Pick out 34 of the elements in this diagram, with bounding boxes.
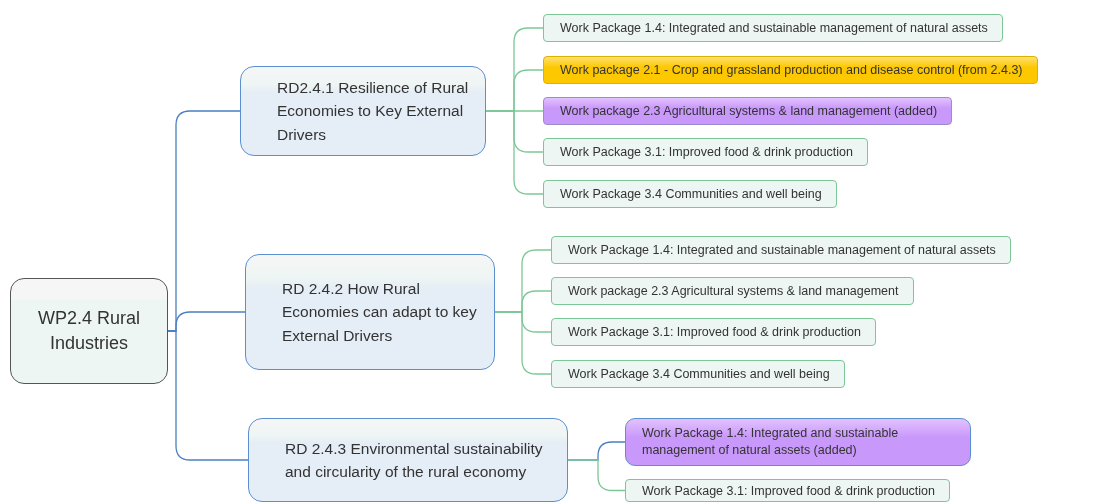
work-package-box [625,479,950,502]
work-package-box [543,97,953,125]
work-package-box [551,360,845,388]
work-package-box [543,180,837,208]
node-label: Work Package 3.1: Improved food & drink production [642,483,935,498]
node-label: RD 2.4.3 Environmental sustainability and circularity of the rural economy [285,438,544,482]
work-package-box [543,138,868,166]
connector-line [485,110,544,195]
subtopic-box [245,254,495,370]
node-label: Work package 2.1 - Crop and grassland production and disease control (from 2.4.3) [560,63,1023,77]
work-package-box [543,56,1038,84]
connector-line [167,330,249,461]
node-label: Work Package 3.1: Improved food & drink production [560,145,853,159]
connector-line [567,459,626,492]
work-package-box [551,318,876,346]
node-label: WP2.4 Rural Industries [36,306,141,355]
node-label: Work Package 1.4: Integrated and sustainable management of natural assets [560,21,988,35]
work-package-box [625,418,971,466]
node-label: Work Package 3.4 Communities and well being [560,187,822,201]
topic-box [10,278,168,384]
node-label: Work Package 3.4 Communities and well being [568,367,830,381]
node-label: Work package 2.3 Agricultural systems & land management [568,284,899,298]
node-label: Work Package 1.4: Integrated and sustainable management of natural assets (added) [642,425,900,459]
work-package-box [551,277,914,305]
node-label: RD 2.4.2 How Rural Economies can adapt to key External Drivers [282,279,478,346]
subtopic-box [240,66,486,156]
connector-line [494,311,552,375]
work-package-box [551,236,1011,264]
work-package-box [543,14,1003,42]
node-label: Work Package 1.4: Integrated and sustainable management of natural assets [568,243,996,257]
subtopic-box [248,418,568,502]
node-label: Work Package 3.1: Improved food & drink production [568,325,861,339]
node-label: Work package 2.3 Agricultural systems & land management (added) [560,104,938,118]
node-label: RD2.4.1 Resilience of Rural Economies to Key External Drivers [277,78,470,145]
